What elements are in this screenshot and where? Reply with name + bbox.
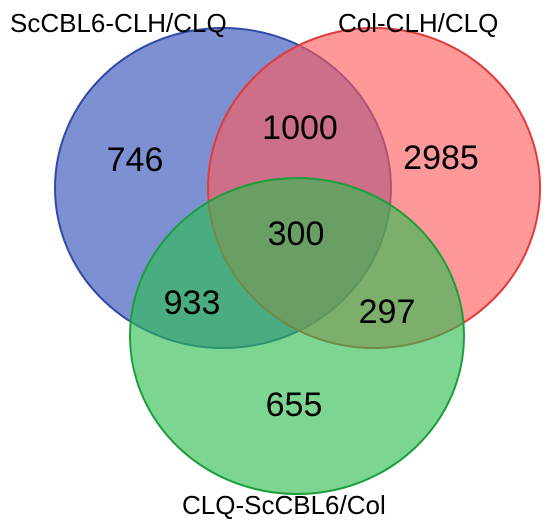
- region-count-b-only: 2985: [403, 139, 479, 177]
- set-label-a: ScCBL6-CLH/CLQ: [10, 8, 227, 38]
- set-circle-c: [129, 177, 465, 495]
- region-count-abc: 300: [268, 215, 325, 253]
- region-count-a-only: 746: [107, 141, 164, 179]
- set-label-b: Col-CLH/CLQ: [338, 8, 498, 38]
- set-label-c: CLQ-ScCBL6/Col: [182, 490, 386, 520]
- region-count-ac: 933: [164, 284, 221, 322]
- region-count-bc: 297: [359, 293, 416, 331]
- region-count-c-only: 655: [266, 386, 323, 424]
- region-count-ab: 1000: [262, 109, 338, 147]
